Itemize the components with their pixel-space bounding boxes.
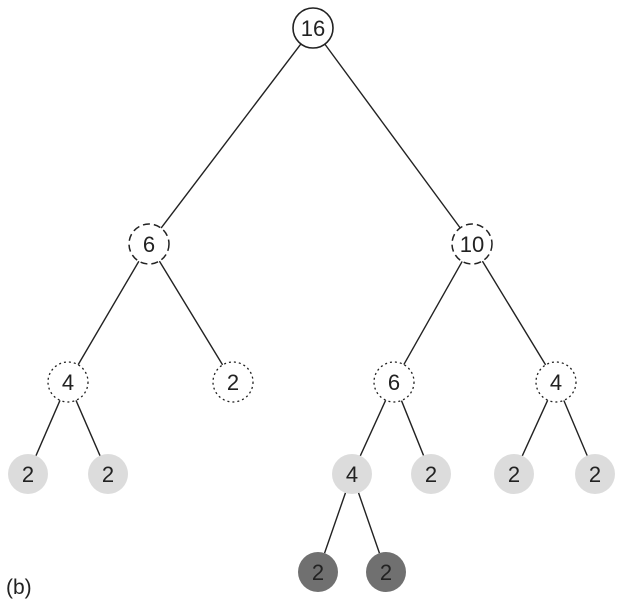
node-circle <box>575 454 615 494</box>
tree-edge <box>158 260 224 366</box>
node-label: 2 <box>102 462 114 487</box>
tree-edge <box>160 43 302 229</box>
tree-node: 2 <box>88 454 128 494</box>
tree-node: 4 <box>535 361 577 403</box>
tree-edge <box>400 400 425 456</box>
tree-edge <box>35 400 61 456</box>
tree-node: 4 <box>332 454 372 494</box>
node-label: 2 <box>508 462 520 487</box>
node-label: 10 <box>460 232 484 257</box>
node-circle <box>332 454 372 494</box>
node-circle <box>373 361 415 403</box>
tree-edge <box>359 399 387 457</box>
node-circle <box>212 361 254 403</box>
tree-edge <box>324 43 461 229</box>
node-label: 4 <box>346 462 358 487</box>
tree-node: 2 <box>8 454 48 494</box>
tree-edge <box>521 399 549 457</box>
tree-edge <box>563 400 588 456</box>
node-circle <box>292 7 334 49</box>
node-label: 16 <box>301 16 325 41</box>
node-circle <box>128 223 170 265</box>
node-label: 2 <box>227 370 239 395</box>
node-label: 4 <box>550 370 562 395</box>
node-circle <box>494 454 534 494</box>
node-label: 4 <box>62 370 74 395</box>
node-circle <box>366 552 406 592</box>
tree-edge <box>323 492 347 554</box>
node-label: 2 <box>589 462 601 487</box>
tree-node: 2 <box>212 361 254 403</box>
tree-edge <box>481 260 547 366</box>
tree-node: 6 <box>373 361 415 403</box>
tree-node: 4 <box>47 361 89 403</box>
tree-node: 2 <box>494 454 534 494</box>
tree-node: 10 <box>451 223 493 265</box>
tree-node: 2 <box>575 454 615 494</box>
tree-node: 2 <box>366 552 406 592</box>
tree-edge <box>403 261 463 365</box>
node-circle <box>535 361 577 403</box>
tree-nodes: 16 6 10 4 2 6 4 2 2 4 2 2 2 2 2 <box>8 7 615 592</box>
node-label: 2 <box>22 462 34 487</box>
node-circle <box>88 454 128 494</box>
node-circle <box>47 361 89 403</box>
tree-edges <box>35 43 588 554</box>
tree-node: 16 <box>292 7 334 49</box>
node-circle <box>451 223 493 265</box>
tree-node: 2 <box>298 552 338 592</box>
node-circle <box>8 454 48 494</box>
tree-node: 6 <box>128 223 170 265</box>
figure-caption: (b) <box>6 576 32 599</box>
node-label: 6 <box>388 370 400 395</box>
node-label: 2 <box>380 560 392 585</box>
tree-edge <box>357 492 381 554</box>
tree-node: 2 <box>411 454 451 494</box>
tree-edge <box>77 260 140 366</box>
node-label: 6 <box>143 232 155 257</box>
node-circle <box>298 552 338 592</box>
node-circle <box>411 454 451 494</box>
node-label: 2 <box>425 462 437 487</box>
node-label: 2 <box>312 560 324 585</box>
tree-edge <box>75 400 101 456</box>
